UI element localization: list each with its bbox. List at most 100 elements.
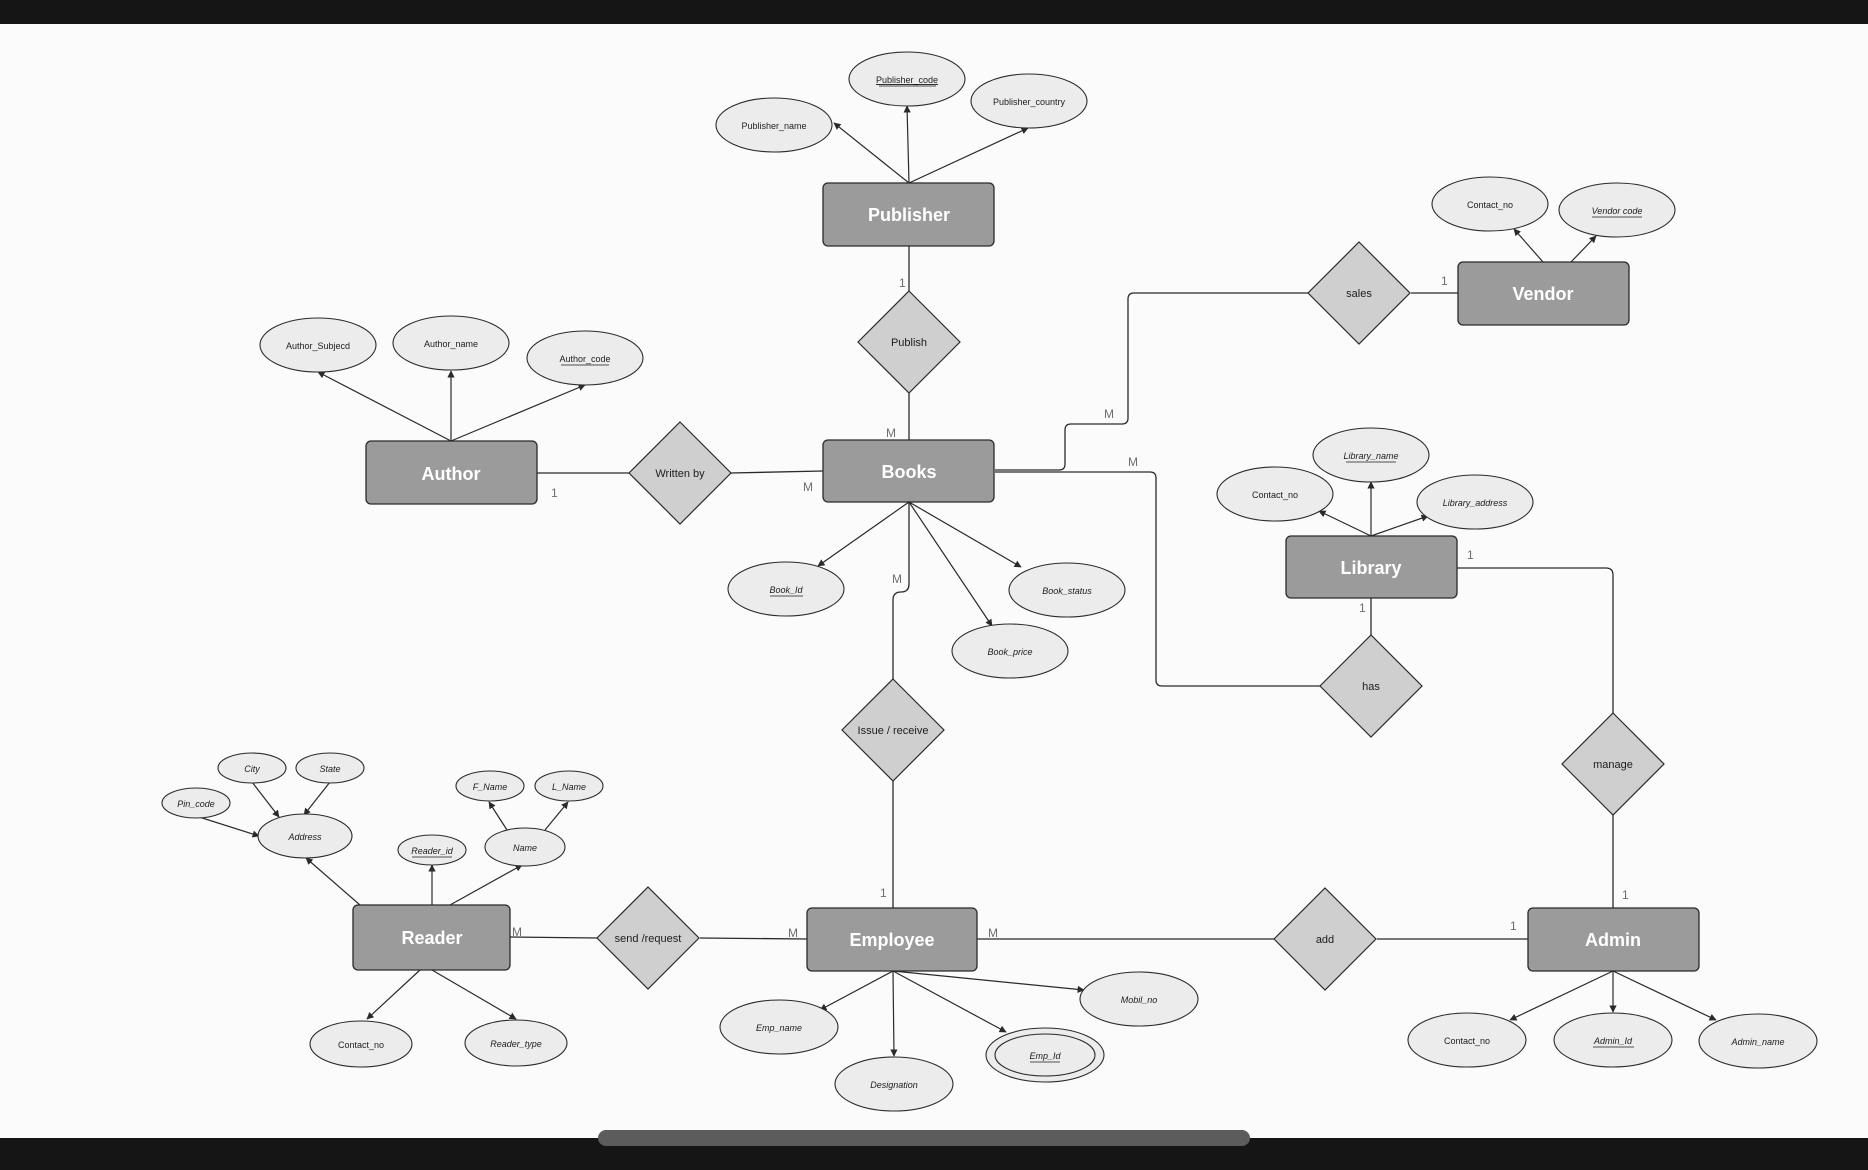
attribute-emp-name[interactable]: Emp_name [719,999,839,1055]
relationship-manage[interactable]: manage [1561,712,1665,816]
attribute-book-price[interactable]: Book_price [951,623,1069,679]
attribute-emp-id[interactable]: Emp_Id [985,1027,1105,1083]
attribute-vendor-code[interactable]: Vendor code [1558,182,1676,238]
entity-admin[interactable]: Admin [1527,907,1700,972]
attribute-admin-contact-no-label: Contact_no [1444,1036,1490,1046]
attribute-admin-contact-no[interactable]: Contact_no [1407,1012,1527,1068]
link-book-id [817,501,910,567]
attribute-l-name-label: L_Name [552,782,586,792]
entity-author-label: Author [422,464,481,484]
link-name-lname [544,801,569,831]
link-book-price [908,501,993,627]
link-reader-address [305,857,361,906]
link-address-city [251,781,280,818]
relationship-publish-label: Publish [891,337,927,349]
attribute-publisher-country[interactable]: Publisher_country [970,73,1088,129]
link-name-fname [488,801,508,831]
diagram-canvas: Publish sales Written by has Issue / rec… [0,24,1868,1138]
link-address-state [303,781,331,816]
cardinality-library-has: 1 [1359,601,1366,615]
er-diagram: Publish sales Written by has Issue / rec… [161,51,1818,1112]
attribute-library-address[interactable]: Library_address [1416,474,1534,530]
attribute-author-name[interactable]: Author_name [392,315,510,371]
attribute-vendor-contact-no[interactable]: Contact_no [1431,176,1549,232]
attribute-state[interactable]: State [295,752,365,784]
attribute-city-label: City [244,764,260,774]
attribute-f-name[interactable]: F_Name [455,770,525,802]
attribute-l-name[interactable]: L_Name [534,770,604,802]
link-reader-type [431,969,517,1020]
link-designation [890,970,898,1057]
attribute-book-id-label: Book_Id [769,585,803,595]
attribute-admin-name[interactable]: Admin_name [1698,1013,1818,1069]
cardinality-admin-manage: 1 [1622,888,1629,902]
attribute-pin-code-label: Pin_code [177,799,215,809]
relationship-has-label: has [1362,681,1380,693]
attribute-book-status-label: Book_status [1042,586,1092,596]
relationship-add-label: add [1316,934,1334,946]
attribute-library-contact-no[interactable]: Contact_no [1216,466,1334,522]
attribute-library-name[interactable]: Library_name [1312,427,1430,483]
relationship-has[interactable]: has [1319,634,1423,738]
attribute-name[interactable]: Name [484,827,566,867]
relationship-send-request[interactable]: send /request [596,886,700,990]
entity-admin-label: Admin [1585,930,1641,950]
attribute-name-label: Name [513,843,537,853]
cardinality-vendor-sales: 1 [1441,274,1448,288]
entity-vendor[interactable]: Vendor [1457,261,1630,326]
entity-publisher[interactable]: Publisher [822,182,995,247]
attribute-reader-contact-no[interactable]: Contact_no [309,1020,413,1068]
link-reader-name [449,864,523,906]
entity-author[interactable]: Author [365,440,538,505]
attribute-designation[interactable]: Designation [834,1056,954,1112]
attribute-library-address-label: Library_address [1443,498,1508,508]
relationship-written-by[interactable]: Written by [628,421,732,525]
relationship-send-request-label: send /request [615,933,682,945]
attribute-city[interactable]: City [217,752,287,784]
link-publisher-name [833,122,910,184]
entity-library[interactable]: Library [1285,535,1458,599]
relationship-connectors [509,246,1614,940]
attribute-book-id[interactable]: Book_Id [727,561,845,617]
entities: Publisher Vendor Author Books Library Re… [352,182,1700,972]
attribute-author-subject-label: Author_Subjecd [286,341,350,351]
entity-reader[interactable]: Reader [352,904,511,971]
entity-employee[interactable]: Employee [806,907,978,972]
link-mobil-no [892,970,1085,993]
attribute-vendor-code-label: Vendor code [1592,206,1643,216]
attribute-reader-type[interactable]: Reader_type [464,1019,568,1067]
attribute-publisher-name-label: Publisher_name [741,121,806,131]
link-book-status [908,501,1022,568]
cardinality-books-written: M [803,480,813,494]
attributes: Publisher_code Publisher_name Publisher_… [161,51,1818,1112]
attribute-vendor-contact-no-label: Contact_no [1467,200,1513,210]
attribute-author-name-label: Author_name [424,339,478,349]
attribute-publisher-name[interactable]: Publisher_name [715,97,833,153]
cardinality-reader-send: M [512,925,522,939]
attribute-publisher-code[interactable]: Publisher_code [848,51,966,107]
attribute-author-code[interactable]: Author_code [526,330,644,386]
relationship-issue-receive[interactable]: Issue / receive [841,678,945,782]
connector-books-has [995,471,1320,687]
relationship-add[interactable]: add [1273,887,1377,991]
link-library-contact [1318,510,1372,537]
entity-reader-label: Reader [401,928,462,948]
attribute-book-price-label: Book_price [987,647,1032,657]
horizontal-scrollbar[interactable] [598,1130,1250,1146]
entity-publisher-label: Publisher [868,205,950,225]
relationship-issue-receive-label: Issue / receive [858,725,929,737]
entity-books[interactable]: Books [822,439,995,503]
attribute-pin-code[interactable]: Pin_code [161,787,231,819]
relationship-sales-label: sales [1346,288,1372,300]
attribute-mobil-no[interactable]: Mobil_no [1079,971,1199,1027]
relationship-sales[interactable]: sales [1307,241,1411,345]
attribute-book-status[interactable]: Book_status [1008,562,1126,618]
relationship-publish[interactable]: Publish [857,290,961,394]
attribute-address[interactable]: Address [257,813,353,859]
attribute-reader-id[interactable]: Reader_id [397,834,467,866]
attribute-admin-id[interactable]: Admin_Id [1553,1012,1673,1068]
link-admin-contact [1509,970,1614,1021]
attribute-author-subject[interactable]: Author_Subjecd [259,317,377,373]
entity-employee-label: Employee [849,930,934,950]
link-author-subject [317,371,452,442]
